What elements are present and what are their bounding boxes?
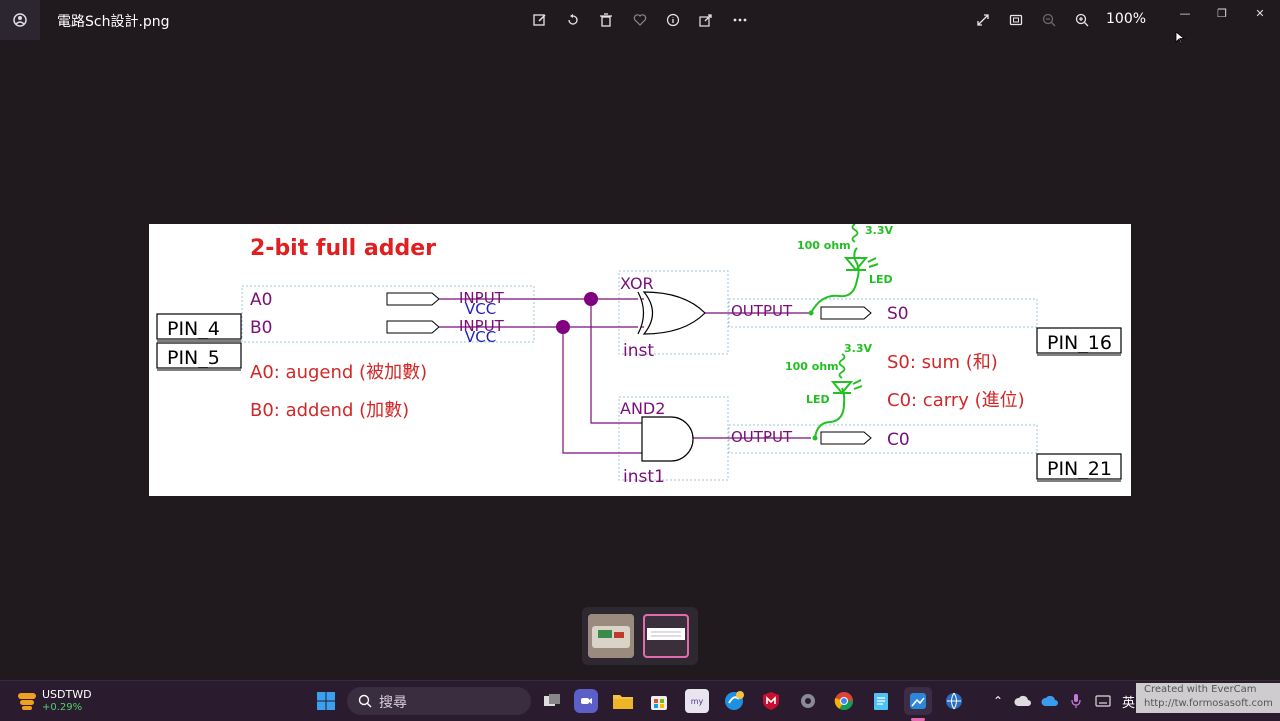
onedrive-icon[interactable] — [1038, 689, 1062, 713]
junction-node-b — [556, 320, 570, 334]
search-icon — [358, 694, 372, 708]
fit-icon[interactable] — [1004, 8, 1028, 32]
zoom-level[interactable]: 100% — [1106, 11, 1147, 27]
mouse-cursor — [1175, 30, 1186, 49]
browser-update-icon[interactable] — [722, 689, 746, 713]
app-icon-mylogo[interactable]: my — [685, 689, 709, 713]
led-bottom-led: LED — [806, 393, 830, 406]
window-title: 電路Sch設計.png — [57, 14, 170, 30]
tray-chevron-up-icon[interactable]: ⌃ — [992, 694, 1004, 708]
search-placeholder: 搜尋 — [379, 695, 407, 711]
pin-box-s — [1036, 327, 1122, 354]
filmstrip — [582, 607, 698, 665]
file-explorer-icon[interactable] — [611, 689, 635, 713]
input-block-box — [241, 285, 535, 343]
xor-gate-label: XOR — [620, 274, 654, 293]
more-icon[interactable] — [728, 8, 752, 32]
watermark-line1: Created with EverCam — [1144, 684, 1257, 695]
junction-node-a — [584, 292, 598, 306]
pin-b-label: PIN_5 — [167, 347, 220, 369]
rotate-icon[interactable] — [561, 8, 585, 32]
pin-c-label: PIN_21 — [1047, 458, 1112, 480]
chrome-icon[interactable] — [832, 689, 856, 713]
input-a-type: INPUT — [459, 289, 505, 307]
evercam-watermark: Created with EverCam http://tw.formosaso… — [1136, 683, 1280, 713]
photos-taskbar-icon-active[interactable] — [904, 687, 932, 715]
ticker-change: +0.29% — [42, 702, 83, 713]
app-icon-globe[interactable] — [942, 689, 966, 713]
taskbar: USDTWD +0.29% 搜尋 my ⌃ — [0, 680, 1280, 721]
edit-icon[interactable] — [528, 8, 552, 32]
photos-app-icon[interactable] — [0, 0, 40, 40]
ticker-name[interactable]: USDTWD — [42, 688, 92, 701]
pin-box-c — [1036, 453, 1122, 480]
task-view-icon[interactable] — [540, 689, 564, 713]
led-top-resistor: 100 ohm — [797, 239, 851, 252]
maximize-button[interactable]: ❐ — [1217, 6, 1227, 20]
microphone-icon[interactable] — [1064, 689, 1088, 713]
led-top-voltage: 3.3V — [865, 224, 893, 237]
share-icon[interactable] — [694, 8, 718, 32]
and-gate-inst: inst1 — [623, 467, 665, 487]
minimize-button[interactable]: — — [1179, 6, 1191, 20]
note-b0: B0: addend (加數) — [250, 400, 409, 421]
schematic-title: 2-bit full adder — [250, 236, 436, 261]
pin-box-b — [156, 342, 242, 369]
input-a-vcc: VCC — [465, 300, 496, 318]
store-icon[interactable] — [647, 689, 671, 713]
schematic-diagram: 2-bit full adder PIN_4 PIN_5 A0 B0 INPUT… — [156, 224, 1122, 487]
notepad-icon[interactable] — [869, 689, 893, 713]
zoom-out-icon[interactable] — [1037, 8, 1061, 32]
watermark-line2: http://tw.formosasoft.com — [1144, 698, 1273, 709]
thumbnail-schematic-selected[interactable] — [643, 614, 689, 658]
thumbnail-photo[interactable] — [588, 614, 634, 658]
cloud-icon[interactable] — [1011, 689, 1035, 713]
and-gate-label: AND2 — [620, 399, 665, 418]
input-b-type: INPUT — [459, 317, 505, 335]
ime-indicator[interactable]: 英 — [1122, 696, 1136, 711]
xor-gate — [637, 291, 706, 335]
delete-icon[interactable] — [594, 8, 618, 32]
c-output-box — [728, 424, 1038, 454]
led-bottom-voltage: 3.3V — [844, 342, 872, 355]
input-b-symbol — [386, 320, 440, 334]
start-button[interactable] — [314, 689, 338, 713]
led-bottom-resistor: 100 ohm — [785, 360, 839, 373]
led-top-led: LED — [869, 273, 893, 286]
fullscreen-icon[interactable] — [971, 8, 995, 32]
pin-a-label: PIN_4 — [167, 318, 220, 340]
output-s-symbol — [820, 306, 872, 320]
favorite-icon[interactable] — [628, 8, 652, 32]
note-s0: S0: sum (和) — [887, 352, 998, 373]
zoom-in-icon[interactable] — [1070, 8, 1094, 32]
input-a-symbol — [386, 292, 440, 306]
note-c0: C0: carry (進位) — [887, 390, 1025, 411]
note-a0: A0: augend (被加數) — [250, 362, 427, 383]
pin-s-label: PIN_16 — [1047, 332, 1112, 354]
output-s-name: S0 — [887, 304, 909, 324]
input-b-name: B0 — [250, 318, 272, 338]
title-bar: 電路Sch設計.png 100% — ❐ ✕ — [0, 0, 1280, 40]
keyboard-icon[interactable] — [1091, 689, 1115, 713]
led-circuit-top — [810, 224, 879, 314]
output-c-name: C0 — [887, 430, 910, 450]
output-s-type: OUTPUT — [731, 302, 793, 320]
teams-icon[interactable] — [574, 689, 598, 713]
taskbar-search[interactable]: 搜尋 — [347, 687, 531, 715]
led-circuit-bottom — [814, 353, 863, 439]
output-c-type: OUTPUT — [731, 428, 793, 446]
settings-icon[interactable] — [796, 689, 820, 713]
input-a-name: A0 — [250, 290, 272, 310]
input-b-vcc: VCC — [465, 328, 496, 346]
pin-box-a — [156, 313, 242, 340]
info-icon[interactable] — [661, 8, 685, 32]
xor-gate-inst: inst — [623, 341, 654, 361]
and-gate — [641, 416, 694, 462]
image-canvas: 2-bit full adder PIN_4 PIN_5 A0 B0 INPUT… — [149, 224, 1131, 496]
stock-widget-icon[interactable] — [16, 690, 38, 712]
close-button[interactable]: ✕ — [1255, 6, 1265, 20]
mcafee-icon[interactable] — [759, 689, 783, 713]
output-c-symbol — [820, 431, 872, 445]
